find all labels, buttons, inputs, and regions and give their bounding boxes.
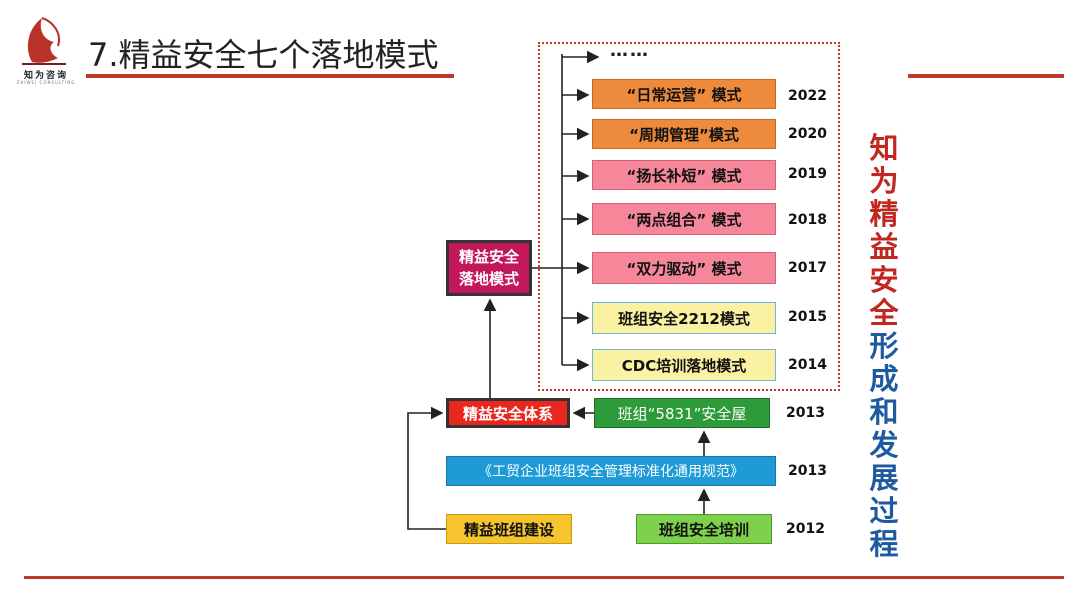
- modes-group-frame: [538, 42, 840, 391]
- more-modes-ellipsis: ……: [610, 40, 650, 61]
- logo-subtext: ZHIWEI CONSULTING: [16, 80, 76, 85]
- mode-box-daily-operation: “日常运营” 模式: [592, 79, 776, 109]
- side-title-blue: 形成和发展过程: [869, 329, 899, 561]
- node-standard-spec: 《工贸企业班组安全管理标准化通用规范》: [446, 456, 776, 486]
- year-label: 2015: [788, 309, 827, 325]
- bottom-accent-line: [24, 576, 1064, 579]
- mode-box-cdc-training: CDC培训落地模式: [592, 349, 776, 381]
- year-label: 2020: [788, 126, 827, 142]
- year-label: 2022: [788, 88, 827, 104]
- mode-box-two-point-combo: “两点组合” 模式: [592, 203, 776, 235]
- mode-box-cycle-management: “周期管理”模式: [592, 119, 776, 149]
- title-underline: [86, 74, 454, 78]
- mode-box-strengths: “扬长补短” 模式: [592, 160, 776, 190]
- mode-box-2212: 班组安全2212模式: [592, 302, 776, 334]
- year-label: 2014: [788, 357, 827, 373]
- year-label: 2019: [788, 166, 827, 182]
- year-label: 2017: [788, 260, 827, 276]
- side-title: 知为精益安全形成和发展过程: [864, 132, 904, 561]
- logo-text: 知为咨询: [23, 71, 68, 81]
- logo-icon: [14, 12, 74, 68]
- node-team-building: 精益班组建设: [446, 514, 572, 544]
- main-node-line2: 落地模式: [458, 270, 519, 288]
- node-lean-safety-system: 精益安全体系: [446, 398, 570, 428]
- page-title: 7.精益安全七个落地模式: [88, 36, 439, 74]
- main-node-lean-safety-modes: 精益安全 落地模式: [446, 240, 532, 296]
- side-title-red: 知为精益安全: [869, 131, 899, 330]
- mode-box-dual-drive: “双力驱动” 模式: [592, 252, 776, 284]
- right-accent-line: [908, 74, 1064, 78]
- year-label: 2013: [788, 463, 827, 479]
- year-label: 2012: [786, 521, 825, 537]
- node-safety-house: 班组“5831”安全屋: [594, 398, 770, 428]
- main-node-line1: 精益安全: [458, 248, 519, 266]
- node-safety-training: 班组安全培训: [636, 514, 772, 544]
- year-label: 2018: [788, 212, 827, 228]
- year-label: 2013: [786, 405, 825, 421]
